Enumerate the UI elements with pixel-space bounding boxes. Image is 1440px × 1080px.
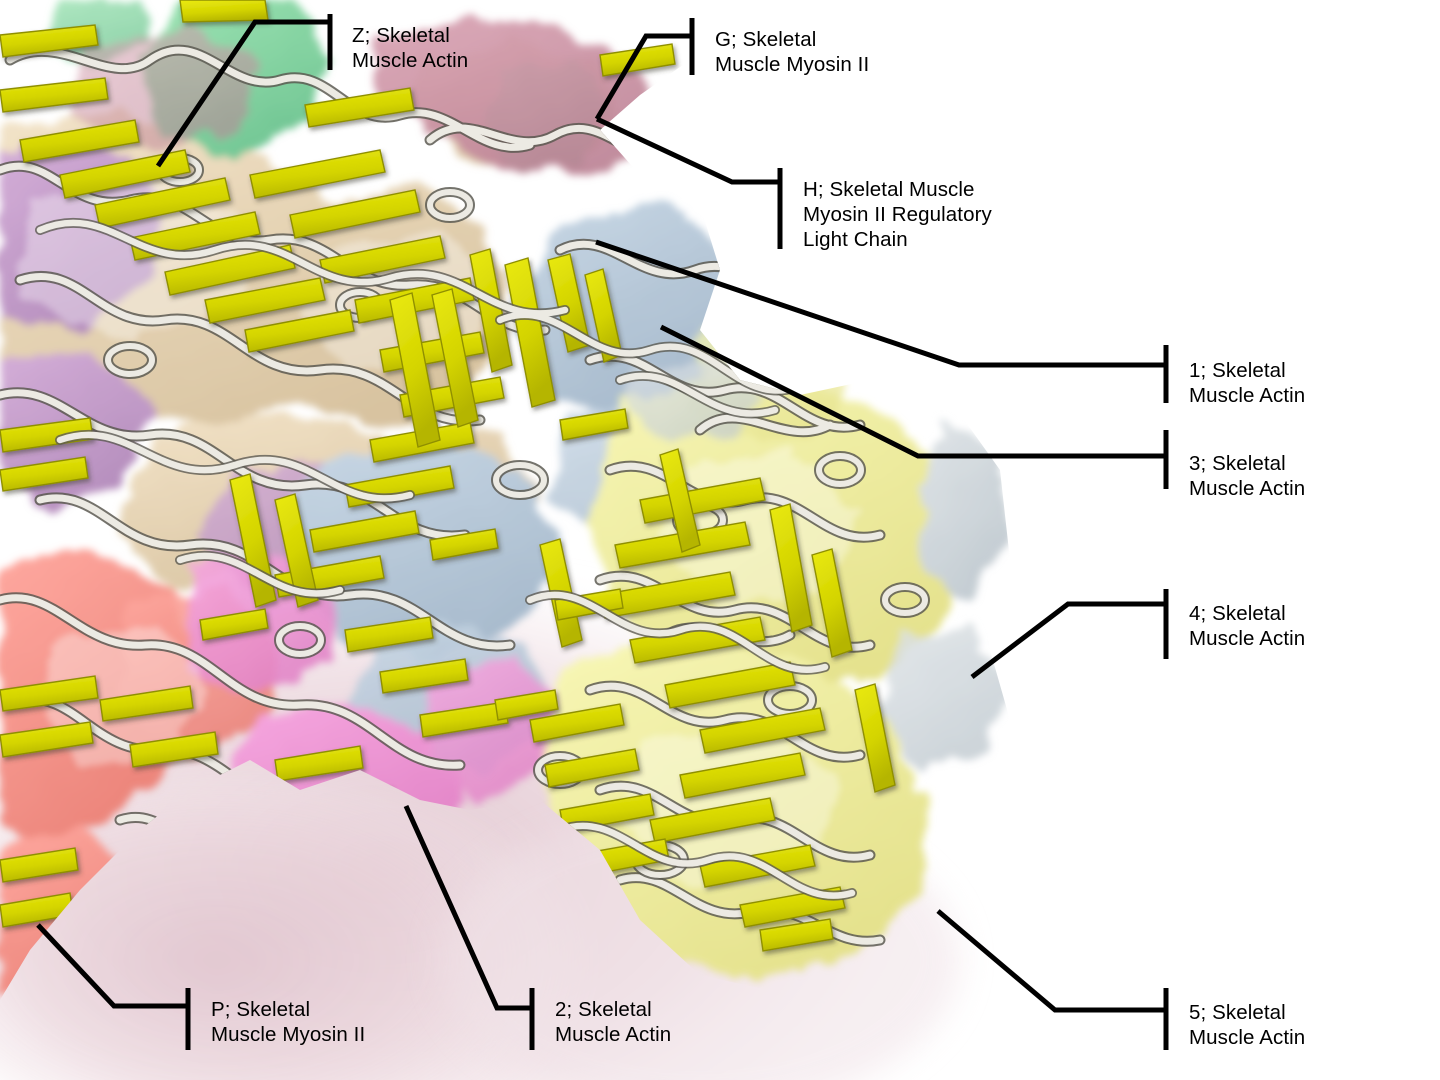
leader-line-G bbox=[594, 33, 692, 121]
leader-group-G bbox=[594, 18, 695, 121]
annotation-label-3: 3; Skeletal Muscle Actin bbox=[1189, 452, 1306, 500]
leader-line-4 bbox=[970, 601, 1166, 679]
leader-group-5 bbox=[936, 909, 1169, 1050]
leader-line-H bbox=[595, 116, 780, 185]
leader-line-3 bbox=[659, 324, 1166, 459]
annotation-label-1: 1; Skeletal Muscle Actin bbox=[1189, 359, 1306, 407]
annotation-label-2: 2; Skeletal Muscle Actin bbox=[555, 998, 672, 1046]
annotation-label-Z: Z; Skeletal Muscle Actin bbox=[352, 24, 469, 72]
annotation-label-H: H; Skeletal Muscle Myosin II Regulatory … bbox=[803, 178, 992, 251]
coil-foreground bbox=[36, 219, 856, 899]
leader-line-2 bbox=[403, 804, 532, 1011]
leader-group-4 bbox=[970, 589, 1169, 679]
annotation-label-4: 4; Skeletal Muscle Actin bbox=[1189, 602, 1306, 650]
leader-group-1 bbox=[595, 239, 1169, 403]
leader-group-2 bbox=[403, 804, 535, 1050]
leader-line-P bbox=[36, 923, 188, 1009]
leader-group-P bbox=[36, 923, 191, 1050]
annotation-label-5: 5; Skeletal Muscle Actin bbox=[1189, 1001, 1306, 1049]
leader-group-3 bbox=[659, 324, 1169, 489]
surface-lgray-a bbox=[920, 420, 1010, 600]
annotation-label-G: G; Skeletal Muscle Myosin II bbox=[715, 28, 870, 76]
surface-rose-a bbox=[380, 20, 660, 175]
leader-line-Z bbox=[155, 19, 330, 168]
annotation-label-P: P; Skeletal Muscle Myosin II bbox=[211, 998, 366, 1046]
leader-group-H bbox=[595, 116, 783, 249]
surface-lgray-b bbox=[875, 625, 1010, 770]
leader-group-Z bbox=[155, 14, 333, 168]
leader-line-5 bbox=[936, 909, 1166, 1013]
leader-line-1 bbox=[595, 239, 1166, 368]
